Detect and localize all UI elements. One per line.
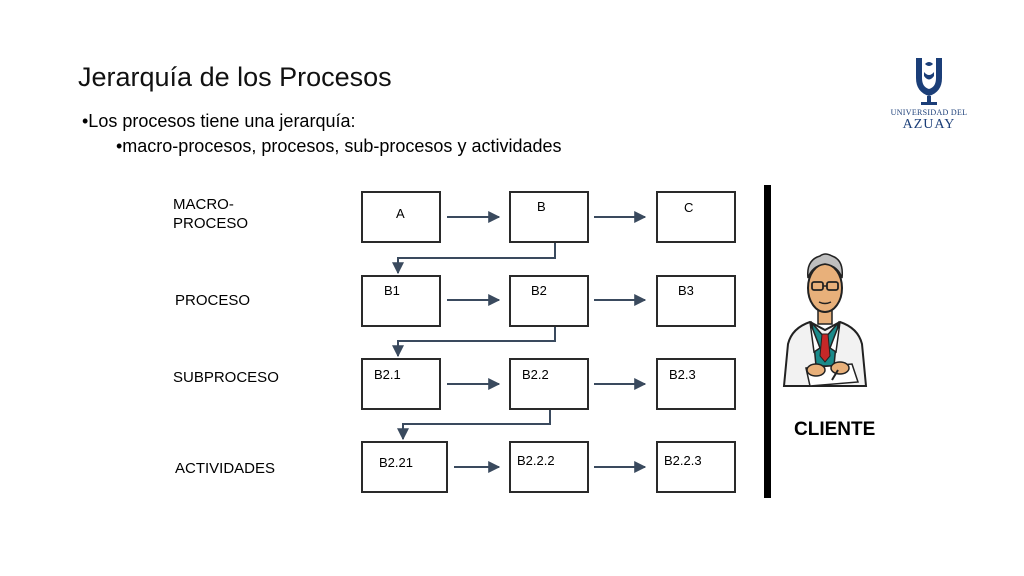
university-logo: UNIVERSIDAD DEL AZUAY — [886, 54, 972, 138]
process-box-label: B2.3 — [669, 367, 696, 382]
process-box-label: B2 — [531, 283, 547, 298]
process-box-label: B3 — [678, 283, 694, 298]
process-box-label: B2.21 — [379, 455, 413, 470]
client-separator-bar — [764, 185, 771, 498]
level-label-subproceso: SUBPROCESO — [173, 369, 279, 386]
process-box-b2[interactable]: B2 — [509, 275, 589, 327]
process-box-label: B2.2 — [522, 367, 549, 382]
logo-text-line2: AZUAY — [902, 117, 956, 132]
doctor-figure-icon — [782, 253, 868, 387]
logo-text-line1: UNIVERSIDAD DEL — [890, 108, 968, 117]
process-box-b[interactable]: B — [509, 191, 589, 243]
level-label-proceso: PROCESO — [175, 292, 251, 309]
connector-b-to-b1 — [392, 243, 556, 275]
process-box-b2-2-3[interactable]: B2.2.3 — [656, 441, 736, 493]
process-box-b3[interactable]: B3 — [656, 275, 736, 327]
process-box-label: A — [396, 206, 405, 221]
process-box-label: B1 — [384, 283, 400, 298]
process-box-c[interactable]: C — [656, 191, 736, 243]
level-label-actividades: ACTIVIDADES — [175, 460, 276, 477]
process-box-label: B2.2.2 — [517, 453, 555, 468]
process-box-label: B — [537, 199, 546, 214]
slide-title: Jerarquía de los Procesos — [78, 62, 392, 92]
process-box-b2-2-2[interactable]: B2.2.2 — [509, 441, 589, 493]
process-box-b2-21[interactable]: B2.21 — [361, 441, 448, 493]
process-box-label: C — [684, 200, 694, 215]
process-box-b1[interactable]: B1 — [361, 275, 441, 327]
connector-b2-to-b21 — [392, 327, 556, 358]
university-seal-icon — [916, 58, 942, 105]
connector-b22-to-b221 — [397, 410, 551, 441]
process-box-label: B2.2.3 — [664, 453, 702, 468]
bullet-levels: •macro-procesos, procesos, sub-procesos … — [116, 136, 562, 156]
level-label-macroproceso: MACRO- PROCESO — [173, 196, 249, 232]
client-label: CLIENTE — [794, 419, 876, 440]
bullet-hierarchy: •Los procesos tiene una jerarquía: — [82, 111, 356, 131]
process-box-label: B2.1 — [374, 367, 401, 382]
process-box-b2-3[interactable]: B2.3 — [656, 358, 736, 410]
process-box-a[interactable]: A — [361, 191, 441, 243]
process-box-b2-2[interactable]: B2.2 — [509, 358, 589, 410]
process-box-b2-1[interactable]: B2.1 — [361, 358, 441, 410]
